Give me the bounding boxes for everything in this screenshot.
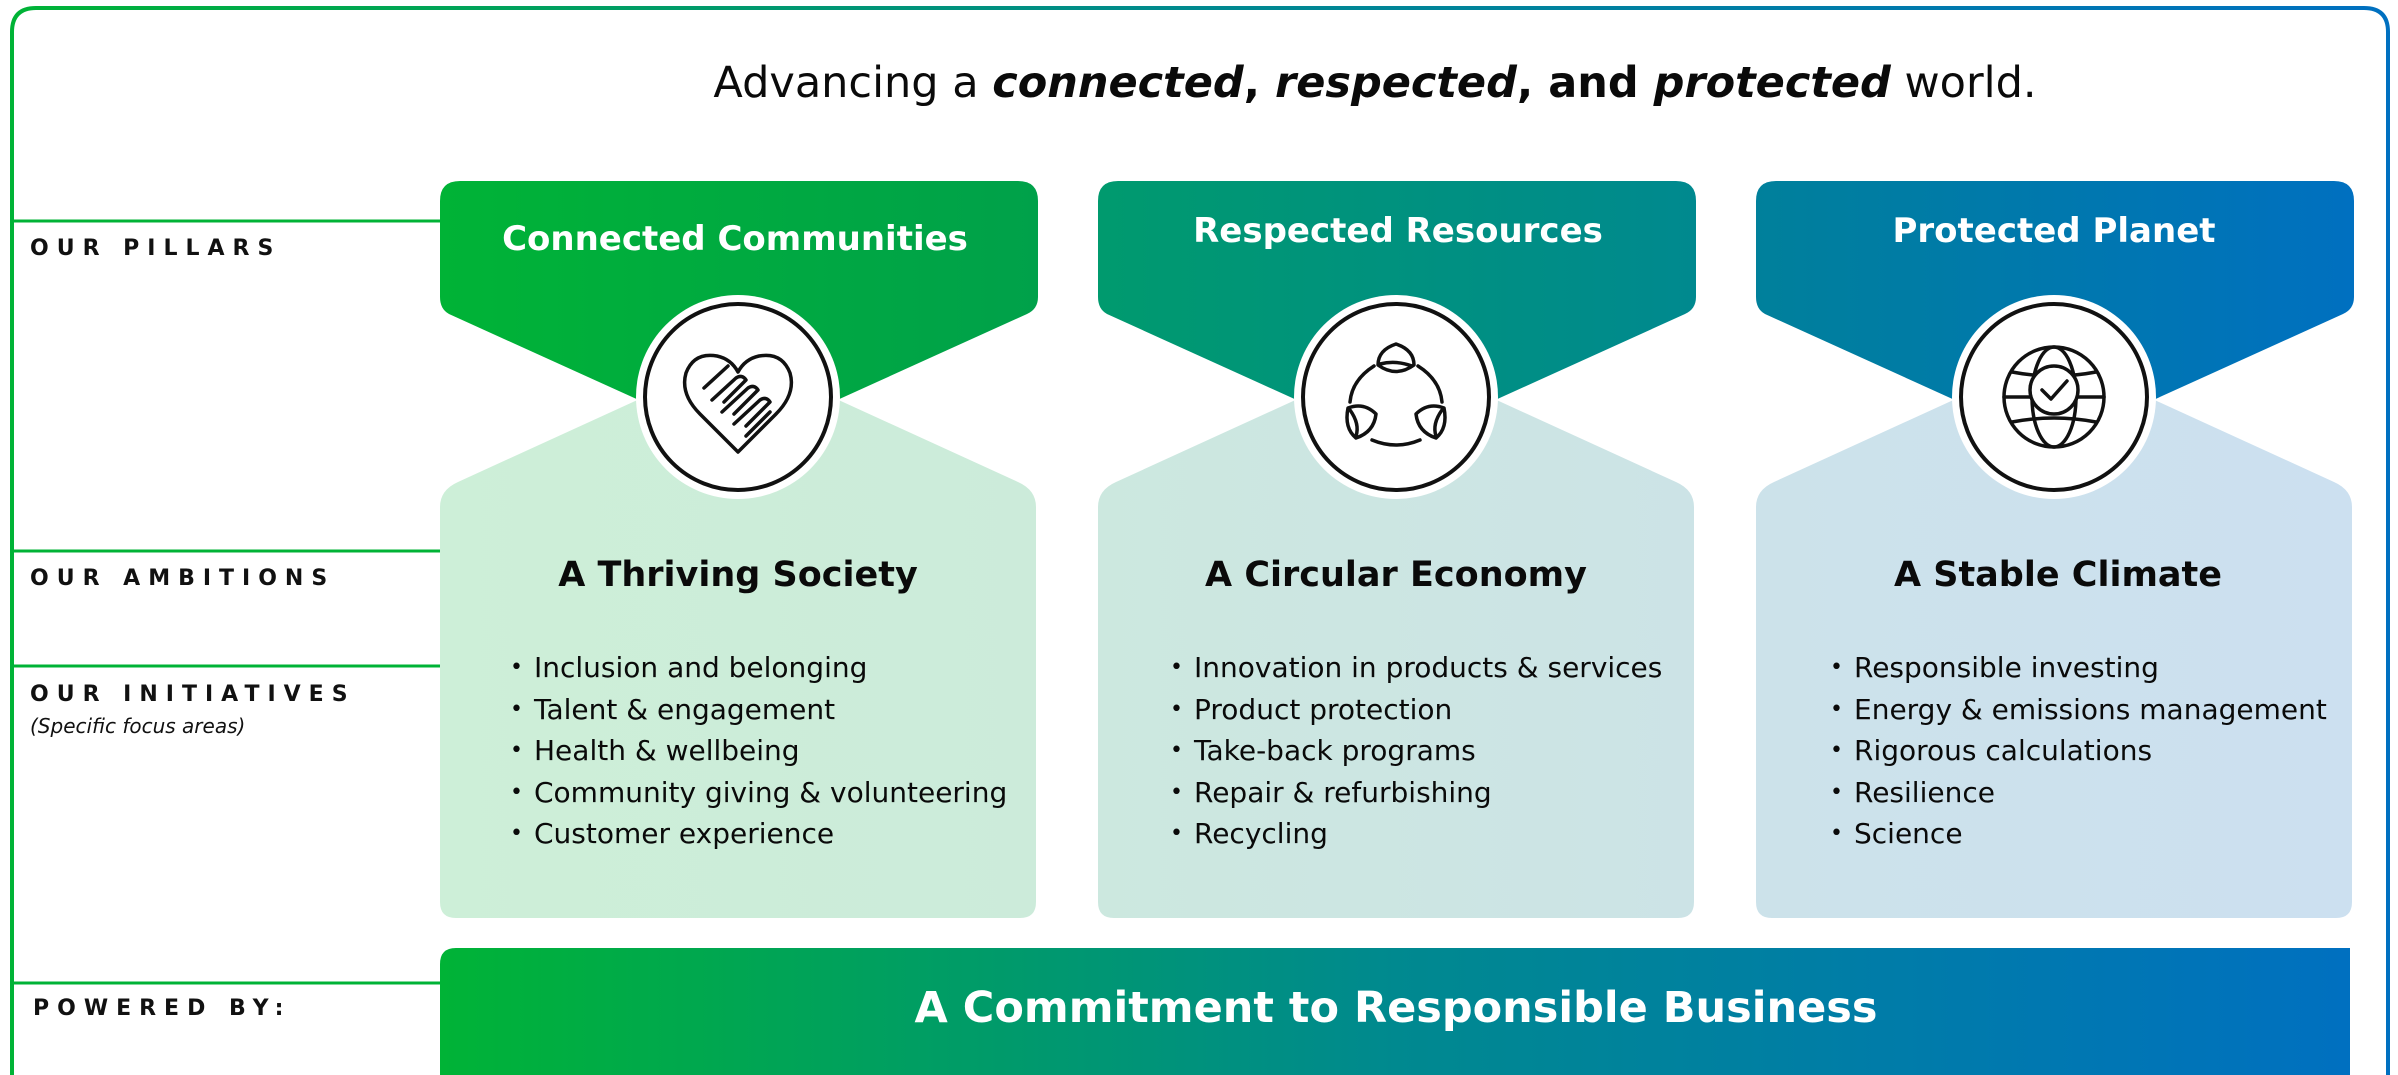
recycle-leaves-icon <box>1345 342 1447 447</box>
headline-prefix: Advancing a <box>713 58 993 108</box>
row-label-initiatives: OUR INITIATIVES <box>30 682 356 707</box>
globe-check-icon <box>2002 345 2106 449</box>
list-item: Science <box>1830 813 2327 855</box>
ambition-title-2: A Circular Economy <box>1205 555 1587 595</box>
list-item: Talent & engagement <box>510 689 1007 731</box>
pillar-title-1: Connected Communities <box>502 219 968 259</box>
pillar-title-2: Respected Resources <box>1193 211 1603 251</box>
ambition-title-1: A Thriving Society <box>558 555 918 595</box>
heart-handshake-icon <box>682 353 794 454</box>
row-label-ambitions: OUR AMBITIONS <box>30 566 336 591</box>
row-label-initiatives-note: (Specific focus areas) <box>30 714 246 738</box>
list-item: Product protection <box>1170 689 1662 731</box>
list-item: Innovation in products & services <box>1170 647 1662 689</box>
outer-frame <box>10 6 2390 1075</box>
row-label-powered-by: POWERED BY: <box>33 996 292 1021</box>
list-item: Health & wellbeing <box>510 730 1007 772</box>
headline-word-respected: respected <box>1274 58 1517 108</box>
list-item: Recycling <box>1170 813 1662 855</box>
headline-sep2: , and <box>1516 58 1654 108</box>
headline-word-protected: protected <box>1653 58 1891 108</box>
list-item: Community giving & volunteering <box>510 772 1007 814</box>
list-item: Energy & emissions management <box>1830 689 2327 731</box>
list-item: Customer experience <box>510 813 1007 855</box>
list-item: Resilience <box>1830 772 2327 814</box>
headline-word-connected: connected <box>992 58 1244 108</box>
headline-suffix: world. <box>1890 58 2037 108</box>
list-item: Responsible investing <box>1830 647 2327 689</box>
pillar-title-3: Protected Planet <box>1892 211 2216 251</box>
list-item: Rigorous calculations <box>1830 730 2327 772</box>
row-label-pillars: OUR PILLARS <box>30 236 282 261</box>
list-item: Inclusion and belonging <box>510 647 1007 689</box>
list-item: Repair & refurbishing <box>1170 772 1662 814</box>
ambition-title-3: A Stable Climate <box>1893 555 2223 595</box>
initiatives-list-3: Responsible investing Energy & emissions… <box>1830 647 2327 855</box>
initiatives-list-2: Innovation in products & services Produc… <box>1170 647 1662 855</box>
headline: Advancing a connected, respected, and pr… <box>430 58 2320 108</box>
footer-title: A Commitment to Responsible Business <box>914 983 1878 1033</box>
headline-sep1: , <box>1243 58 1275 108</box>
footer-bar <box>440 948 2350 1075</box>
initiatives-list-1: Inclusion and belonging Talent & engagem… <box>510 647 1007 855</box>
list-item: Take-back programs <box>1170 730 1662 772</box>
